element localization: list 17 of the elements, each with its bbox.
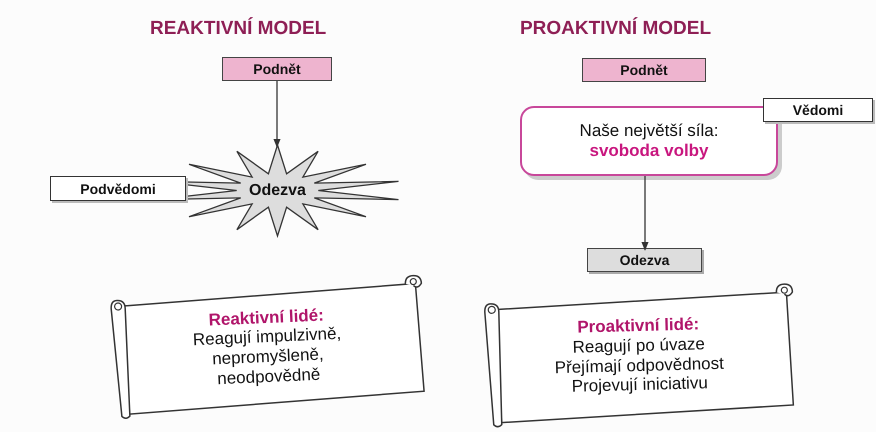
stimulus-box [582,58,706,82]
model-heading: PROAKTIVNÍ MODEL [520,18,712,40]
label-box [50,176,186,201]
node-label: Podnět [253,61,301,77]
stimulus-box [222,57,332,81]
arrow [273,81,281,148]
node-label: Odezva [249,182,306,200]
node-label: Vědomi [792,102,844,118]
node-label: Odezva [620,252,670,268]
box-text: Naše největší síla: [580,121,718,141]
label-box [763,98,873,122]
node-label: Podnět [620,62,668,78]
model-heading: REAKTIVNÍ MODEL [150,18,326,40]
node-label: Podvědomi [80,180,156,196]
response-box [587,248,702,272]
highlight-text: svoboda volby [589,141,709,161]
arrow [641,176,649,251]
